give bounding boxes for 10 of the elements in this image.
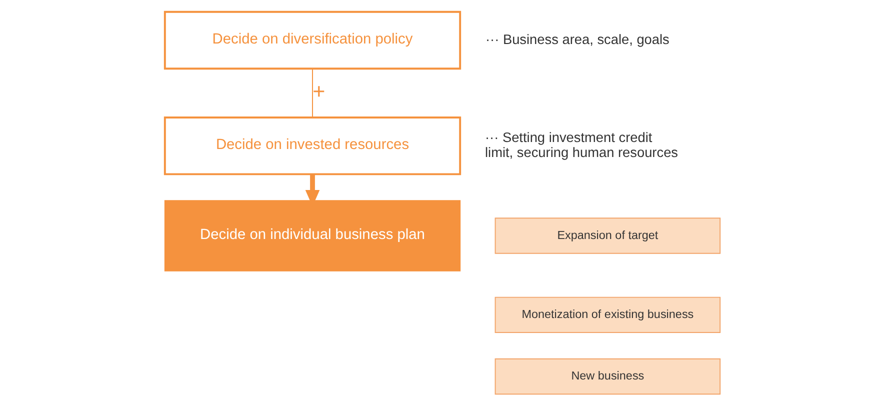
- node-label: ··· Business area, scale, goals: [486, 32, 670, 47]
- edge-label: +: [312, 80, 326, 104]
- node-label: ··· Setting investment credit limit, securing human resources: [485, 130, 678, 160]
- node-box: Decide on individual business plan: [164, 200, 461, 272]
- node-box: Decide on diversification policy: [164, 10, 462, 70]
- node-box: Decide on invested resources: [164, 116, 462, 176]
- node-box: Monetization of existing business: [494, 296, 721, 333]
- connector: [312, 68, 313, 118]
- node-box: New business: [494, 358, 721, 395]
- node-box: Expansion of target: [494, 218, 721, 254]
